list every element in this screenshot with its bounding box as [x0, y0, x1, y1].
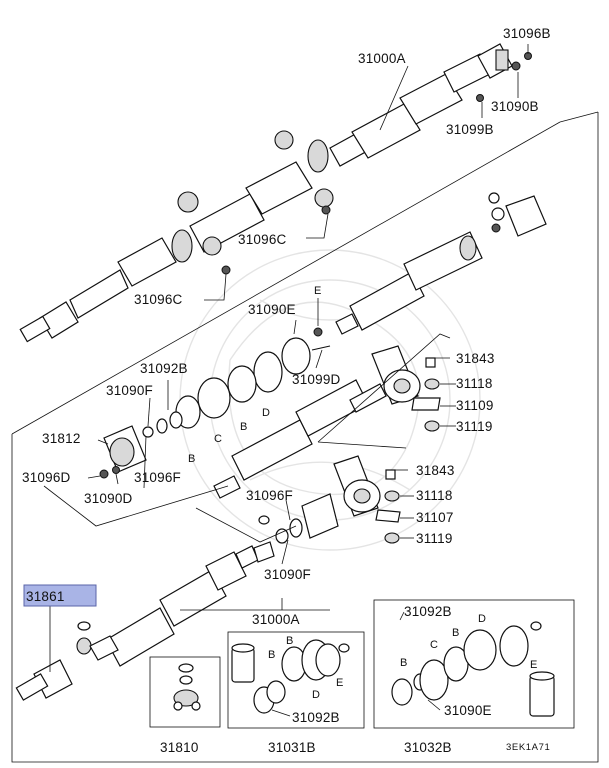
label-31032B: 31032B — [404, 740, 452, 755]
label-31090E-box3: 31090E — [444, 703, 492, 718]
label-31090B: 31090B — [491, 99, 539, 114]
label-31861: 31861 — [26, 589, 65, 604]
label-31000A-top: 31000A — [358, 51, 406, 66]
label-31843-a: 31843 — [456, 351, 495, 366]
kit-box-31032B — [373, 599, 575, 729]
leader-lines — [43, 44, 529, 717]
frame-lines — [11, 111, 599, 763]
letter-E-box2: E — [336, 677, 343, 689]
center-bearing-upper — [371, 345, 441, 432]
center-bearing-lower — [258, 455, 401, 544]
label-31119-a: 31119 — [456, 419, 493, 434]
label-31096F-a: 31096F — [134, 470, 181, 485]
label-31092B-box2: 31092B — [292, 710, 340, 725]
label-31096B: 31096B — [503, 26, 551, 41]
middle-tube-shaft — [99, 365, 387, 499]
highlight-box-31861 — [23, 584, 97, 607]
label-31096C-b: 31096C — [134, 292, 183, 307]
letter-D-box3: D — [478, 613, 486, 625]
letter-C-box3: C — [430, 639, 438, 651]
label-31090E-upper: 31090E — [248, 302, 296, 317]
letter-D-a: D — [262, 407, 270, 419]
label-31092B-mid: 31092B — [140, 361, 188, 376]
label-31118-b: 31118 — [416, 488, 453, 503]
rear-shaft-section — [253, 192, 547, 393]
label-31107: 31107 — [416, 510, 454, 525]
label-31099D: 31099D — [292, 372, 341, 387]
reference-code: 3EK1A71 — [506, 742, 550, 753]
label-31096D: 31096D — [22, 470, 71, 485]
label-31092B-box3: 31092B — [404, 604, 452, 619]
label-31090F-low: 31090F — [264, 567, 311, 582]
letter-D-box2: D — [312, 689, 320, 701]
upper-propeller-shaft — [19, 43, 532, 343]
label-31000A-low: 31000A — [252, 612, 300, 627]
letter-E-box3: E — [530, 659, 537, 671]
label-31096F-b: 31096F — [246, 488, 293, 503]
label-31843-b: 31843 — [416, 463, 455, 478]
label-31096C-a: 31096C — [238, 232, 287, 247]
label-31119-b: 31119 — [416, 531, 453, 546]
label-31109: 31109 — [456, 398, 494, 413]
letter-callouts: E B C B D B B D E B C B D E — [188, 285, 537, 701]
letter-B-box2: B — [268, 649, 275, 661]
letter-B-b: B — [240, 421, 247, 433]
letter-B-box3: B — [400, 657, 407, 669]
label-31118-a: 31118 — [456, 376, 493, 391]
letter-B-box3b: B — [452, 627, 459, 639]
label-31090D: 31090D — [84, 491, 133, 506]
letter-B-a: B — [188, 453, 195, 465]
label-31031B: 31031B — [268, 740, 316, 755]
part-number-labels: 31096B 31000A 31090B 31099B 31096C 31096… — [22, 26, 551, 755]
label-31090F-mid: 31090F — [106, 383, 153, 398]
letter-B-box2b: B — [286, 635, 293, 647]
letter-C-a: C — [214, 433, 222, 445]
label-31099B: 31099B — [446, 122, 494, 137]
lower-propeller-shaft — [15, 541, 275, 701]
kit-box-31031B — [227, 631, 365, 729]
label-31812: 31812 — [42, 431, 81, 446]
kit-box-31810 — [149, 656, 221, 728]
label-31810: 31810 — [160, 740, 199, 755]
letter-E-upper: E — [314, 285, 321, 297]
